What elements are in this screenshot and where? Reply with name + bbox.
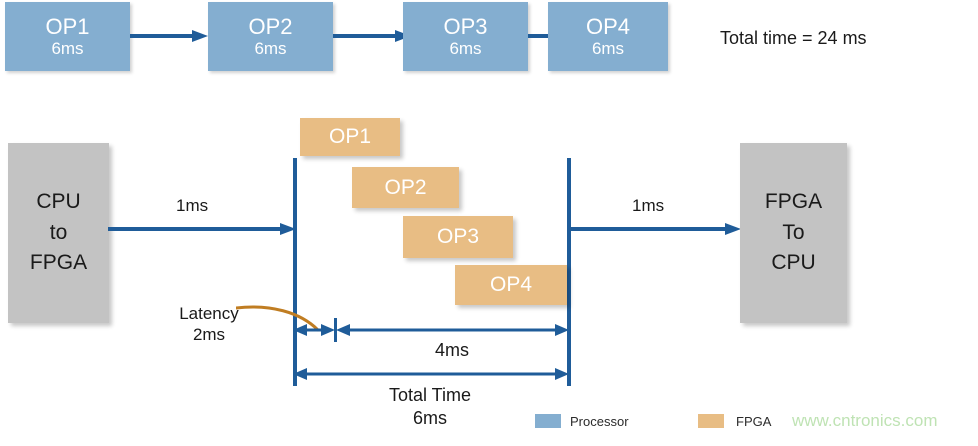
fpga-to-cpu-line2: To xyxy=(782,220,805,244)
sequential-block-op3-name: OP3 xyxy=(443,13,488,39)
fpga-to-cpu-line1: FPGA xyxy=(764,190,823,214)
transfer-out-label: 1ms xyxy=(632,196,665,215)
sequential-block-op1-name: OP1 xyxy=(45,13,90,39)
latency-dimension-arrow xyxy=(293,323,335,337)
pipeline-block-op2-label: OP2 xyxy=(384,175,427,199)
sequential-block-op3-time: 6ms xyxy=(449,39,482,59)
latency-label-line1: Latency xyxy=(179,304,239,323)
latency-leader-line xyxy=(236,300,332,334)
sequential-block-op4-name: OP4 xyxy=(585,13,631,39)
span-4ms-dimension-arrow xyxy=(336,323,569,337)
total-time-pipeline-line1: Total Time xyxy=(388,385,472,405)
sequential-block-op3: OP3 6ms xyxy=(403,2,528,71)
pipeline-end-rule xyxy=(567,158,571,386)
pipeline-block-op4-label: OP4 xyxy=(489,273,533,296)
transfer-out-arrow xyxy=(569,222,741,236)
total-time-pipeline-label: Total Time 6ms xyxy=(330,384,530,429)
pipeline-block-op1: OP1 xyxy=(300,118,400,156)
legend-label-processor: Processor xyxy=(570,414,629,429)
legend-label-fpga: FPGA xyxy=(736,414,772,429)
fpga-to-cpu-block: FPGA To CPU xyxy=(740,143,847,323)
pipeline-block-op1-label: OP1 xyxy=(328,125,372,148)
sequential-arrow-2 xyxy=(333,29,411,43)
sequential-arrow-1 xyxy=(130,29,208,43)
cpu-to-fpga-line3: FPGA xyxy=(29,251,88,275)
sequential-block-op1-time: 6ms xyxy=(51,39,84,59)
legend-swatch-processor xyxy=(535,414,561,428)
span-4ms-label: 4ms xyxy=(434,340,469,360)
fpga-to-cpu-line3: CPU xyxy=(771,251,816,275)
pipeline-start-rule xyxy=(293,158,297,386)
latency-boundary-tick xyxy=(334,318,337,342)
pipeline-block-op3: OP3 xyxy=(403,216,513,258)
sequential-block-op1: OP1 6ms xyxy=(5,2,130,71)
transfer-in-label: 1ms xyxy=(176,196,209,215)
pipeline-block-op2: OP2 xyxy=(352,167,459,208)
legend-swatch-fpga xyxy=(698,414,724,428)
sequential-block-op2: OP2 6ms xyxy=(208,2,333,71)
total-time-pipeline-line2: 6ms xyxy=(412,407,447,428)
pipeline-block-op3-label: OP3 xyxy=(436,225,480,248)
sequential-block-op4-time: 6ms xyxy=(591,39,625,59)
sequential-block-op2-time: 6ms xyxy=(254,39,287,59)
latency-label-line2: 2ms xyxy=(192,325,226,345)
cpu-to-fpga-block: CPU to FPGA xyxy=(8,143,109,323)
total-time-dimension-arrow xyxy=(293,367,569,381)
transfer-in-arrow xyxy=(108,222,296,236)
total-time-sequential-label: Total time = 24 ms xyxy=(720,28,867,48)
cpu-to-fpga-line1: CPU xyxy=(36,190,81,214)
watermark-text: www.cntronics.com xyxy=(792,411,938,430)
cpu-to-fpga-line2: to xyxy=(49,220,68,244)
sequential-block-op4: OP4 6ms xyxy=(548,2,668,71)
pipeline-block-op4: OP4 xyxy=(455,265,567,305)
latency-label: Latency 2ms xyxy=(166,303,252,346)
sequential-block-op2-name: OP2 xyxy=(248,13,293,39)
